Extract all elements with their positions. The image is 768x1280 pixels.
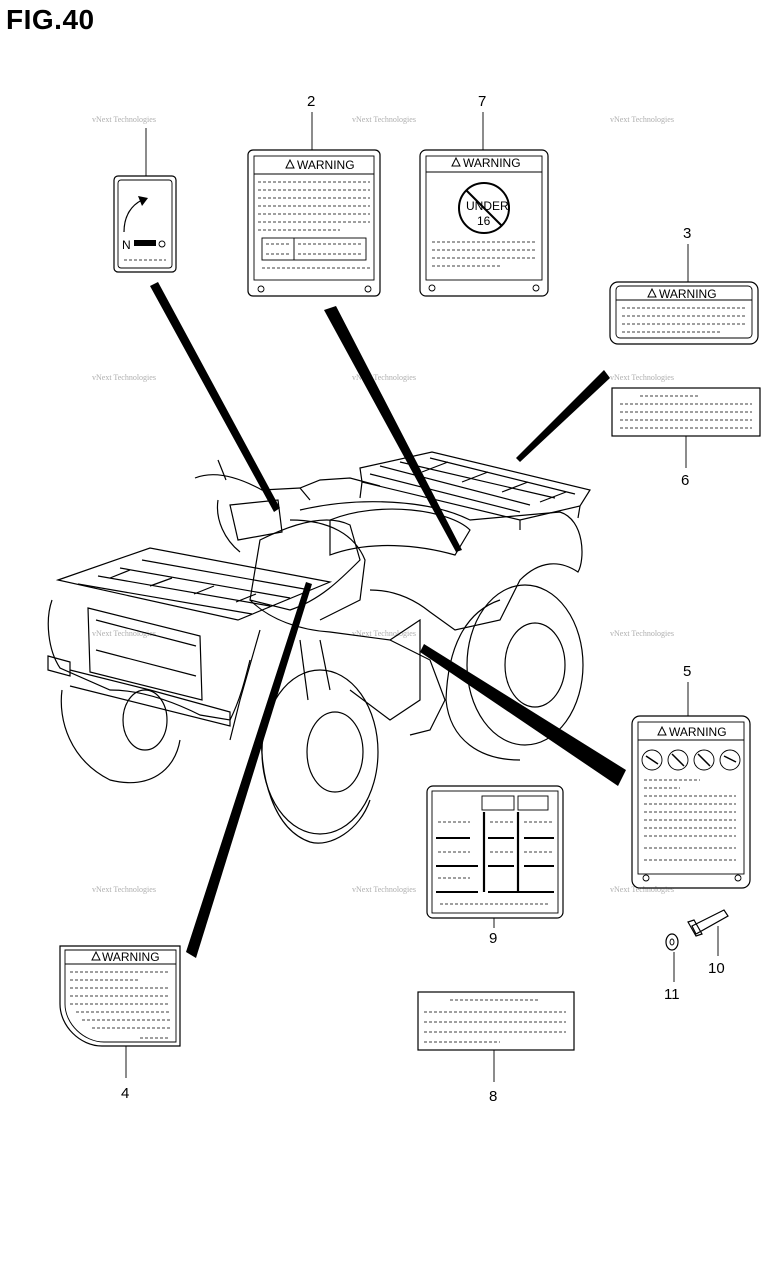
- washer-icon: [665, 933, 679, 951]
- callout-number: 4: [121, 1085, 129, 1102]
- pictogram-icon: [641, 749, 663, 771]
- warning-label-4: WARNING 4: [59, 945, 181, 1102]
- callout-number: 2: [307, 93, 315, 110]
- watermark: vNext Technologies: [610, 885, 674, 894]
- watermark: vNext Technologies: [610, 373, 674, 382]
- decal-gear-shift: N: [113, 128, 177, 273]
- leader-lines: [150, 282, 626, 958]
- callout-number: 8: [489, 1088, 497, 1105]
- no-under-16-icon: [458, 182, 510, 234]
- watermark: vNext Technologies: [92, 885, 156, 894]
- under-text: UNDER: [466, 199, 509, 213]
- warning-triangle-icon: [285, 158, 295, 169]
- age-text: 16: [477, 214, 491, 228]
- gear-label: N: [122, 238, 131, 252]
- watermark: vNext Technologies: [610, 115, 674, 124]
- rivet-10: 10: [687, 909, 729, 977]
- watermark: vNext Technologies: [352, 115, 416, 124]
- warning-triangle-icon: [451, 156, 461, 167]
- atv-outline: [47, 451, 591, 844]
- pictogram-icon: [693, 749, 715, 771]
- warning-label-5: 5 WARNING: [631, 663, 751, 889]
- warning-label-3: 3 WARNING: [609, 225, 759, 345]
- figure-title: FIG.40: [6, 4, 95, 35]
- warning-label-7: 7 WARNING UNDER 16: [419, 93, 549, 297]
- warning-title: WARNING: [463, 156, 521, 170]
- rivet-icon: [691, 909, 729, 935]
- warning-label-2: 2 WARNING: [247, 93, 381, 297]
- pictogram-icon: [719, 749, 741, 771]
- warning-triangle-icon: [657, 725, 667, 736]
- warning-title: WARNING: [102, 950, 160, 964]
- label-6: 6: [611, 387, 761, 489]
- callout-number: 9: [489, 930, 497, 947]
- callout-number: 11: [664, 986, 680, 1003]
- label-9: 9: [426, 785, 564, 947]
- washer-11: 11: [664, 933, 680, 1003]
- watermark: vNext Technologies: [352, 373, 416, 382]
- watermarks: vNext Technologies vNext Technologies vN…: [92, 115, 674, 894]
- watermark: vNext Technologies: [92, 629, 156, 638]
- warning-title: WARNING: [659, 287, 717, 301]
- label-8: 8: [417, 991, 575, 1105]
- watermark: vNext Technologies: [352, 629, 416, 638]
- callout-number: 5: [683, 663, 691, 680]
- warning-triangle-icon: [647, 287, 657, 298]
- watermark: vNext Technologies: [610, 629, 674, 638]
- watermark: vNext Technologies: [352, 885, 416, 894]
- watermark: vNext Technologies: [92, 115, 156, 124]
- pictogram-icon: [667, 749, 689, 771]
- warning-title: WARNING: [669, 725, 727, 739]
- warning-title: WARNING: [297, 158, 355, 172]
- watermark: vNext Technologies: [92, 373, 156, 382]
- callout-number: 7: [478, 93, 486, 110]
- callout-number: 10: [708, 960, 725, 977]
- callout-number: 6: [681, 472, 689, 489]
- callout-number: 3: [683, 225, 691, 242]
- warning-triangle-icon: [91, 950, 101, 961]
